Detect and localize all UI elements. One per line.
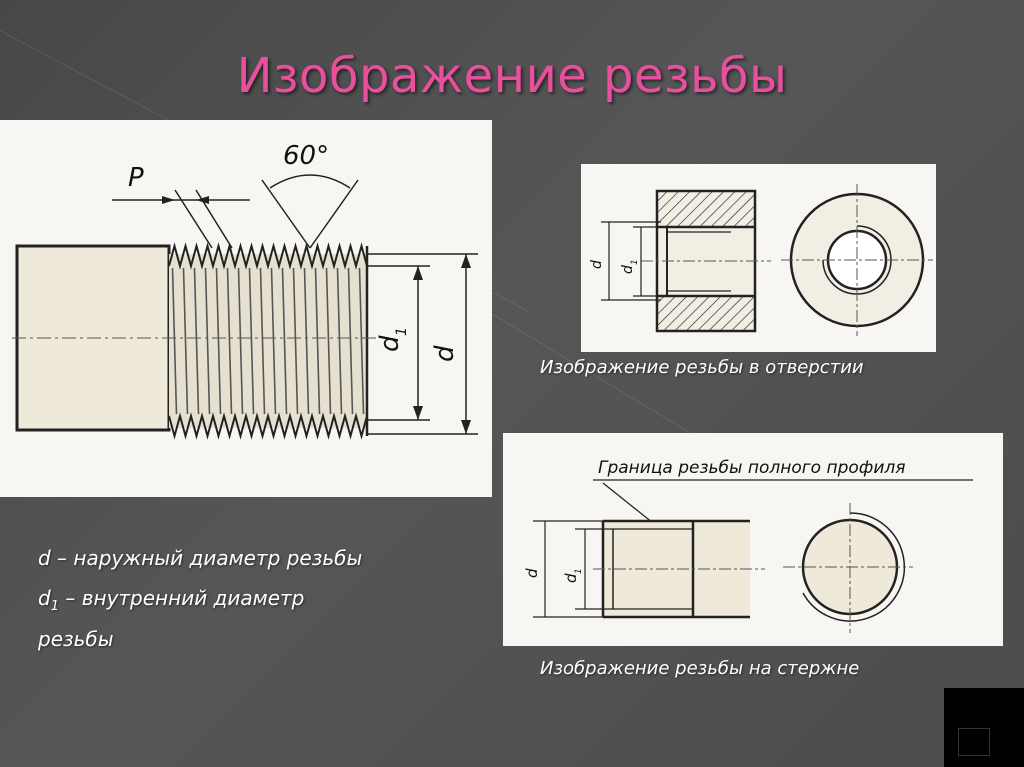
hole-d1-subscript: 1 xyxy=(630,259,640,265)
thread-crest-line xyxy=(303,267,310,415)
hole-caption: Изображение резьбы в отверстии xyxy=(540,357,864,378)
legend-symbol-subscript: 1 xyxy=(50,599,59,614)
legend: d – наружный диаметр резьбы d1 – внутрен… xyxy=(38,542,362,655)
rod-thread-drawing: Граница резьбы полного профиля d d 1 xyxy=(503,433,1003,646)
thread-profile xyxy=(168,242,368,270)
main-thread-drawing: P 60° d 1 d xyxy=(0,120,492,497)
legend-symbol: d xyxy=(38,586,51,610)
rod-d1-subscript: 1 xyxy=(574,568,584,574)
d1-label: d xyxy=(375,335,405,352)
rod-caption: Изображение резьбы на стержне xyxy=(540,658,860,679)
thread-crest-line xyxy=(358,267,365,415)
rod-d-label: d xyxy=(523,568,541,578)
thread-crest-line xyxy=(281,267,288,415)
hole-illustration: d d 1 xyxy=(589,184,933,336)
slide-title: Изображение резьбы xyxy=(236,48,788,104)
thread-crest-line xyxy=(171,267,178,415)
thread-crest-line xyxy=(215,267,222,415)
rod-d1-label: d xyxy=(562,573,580,583)
rod-illustration: Граница резьбы полного профиля d d 1 xyxy=(523,458,973,633)
thread-crest-line xyxy=(336,267,343,415)
slide-nav-button[interactable] xyxy=(944,688,1024,767)
thread-crest-line xyxy=(226,267,233,415)
hole-thread-drawing: d d 1 xyxy=(581,164,936,352)
hole-d1-label: d xyxy=(620,265,636,274)
thread-crest-line xyxy=(237,267,244,415)
thread-crest-line xyxy=(248,267,255,415)
thread-crest-line xyxy=(292,267,299,415)
legend-line-outer-diameter: d – наружный диаметр резьбы xyxy=(38,546,363,570)
thread-crest-line xyxy=(270,267,277,415)
thread-crest-line xyxy=(259,267,266,415)
d1-subscript: 1 xyxy=(394,327,410,336)
legend-text: – внутренний диаметр xyxy=(58,586,305,610)
thread-profile xyxy=(168,412,368,440)
thread-crest-line xyxy=(347,267,354,415)
thread-illustration: P 60° d 1 d xyxy=(12,141,478,440)
legend-line-continuation: резьбы xyxy=(38,627,114,651)
nav-icon xyxy=(958,728,990,756)
angle-label: 60° xyxy=(283,141,329,171)
d-label: d xyxy=(430,345,460,362)
thread-crest-line xyxy=(182,267,189,415)
thread-crest-line xyxy=(325,267,332,415)
thread-crest-line xyxy=(204,267,211,415)
full-profile-boundary-note: Граница резьбы полного профиля xyxy=(598,458,905,478)
hole-d-label: d xyxy=(589,260,605,269)
thread-crest-line xyxy=(193,267,200,415)
thread-crest-line xyxy=(314,267,321,415)
pitch-label: P xyxy=(128,163,144,193)
legend-line-inner-diameter: d1 – внутренний диаметр xyxy=(38,582,362,623)
